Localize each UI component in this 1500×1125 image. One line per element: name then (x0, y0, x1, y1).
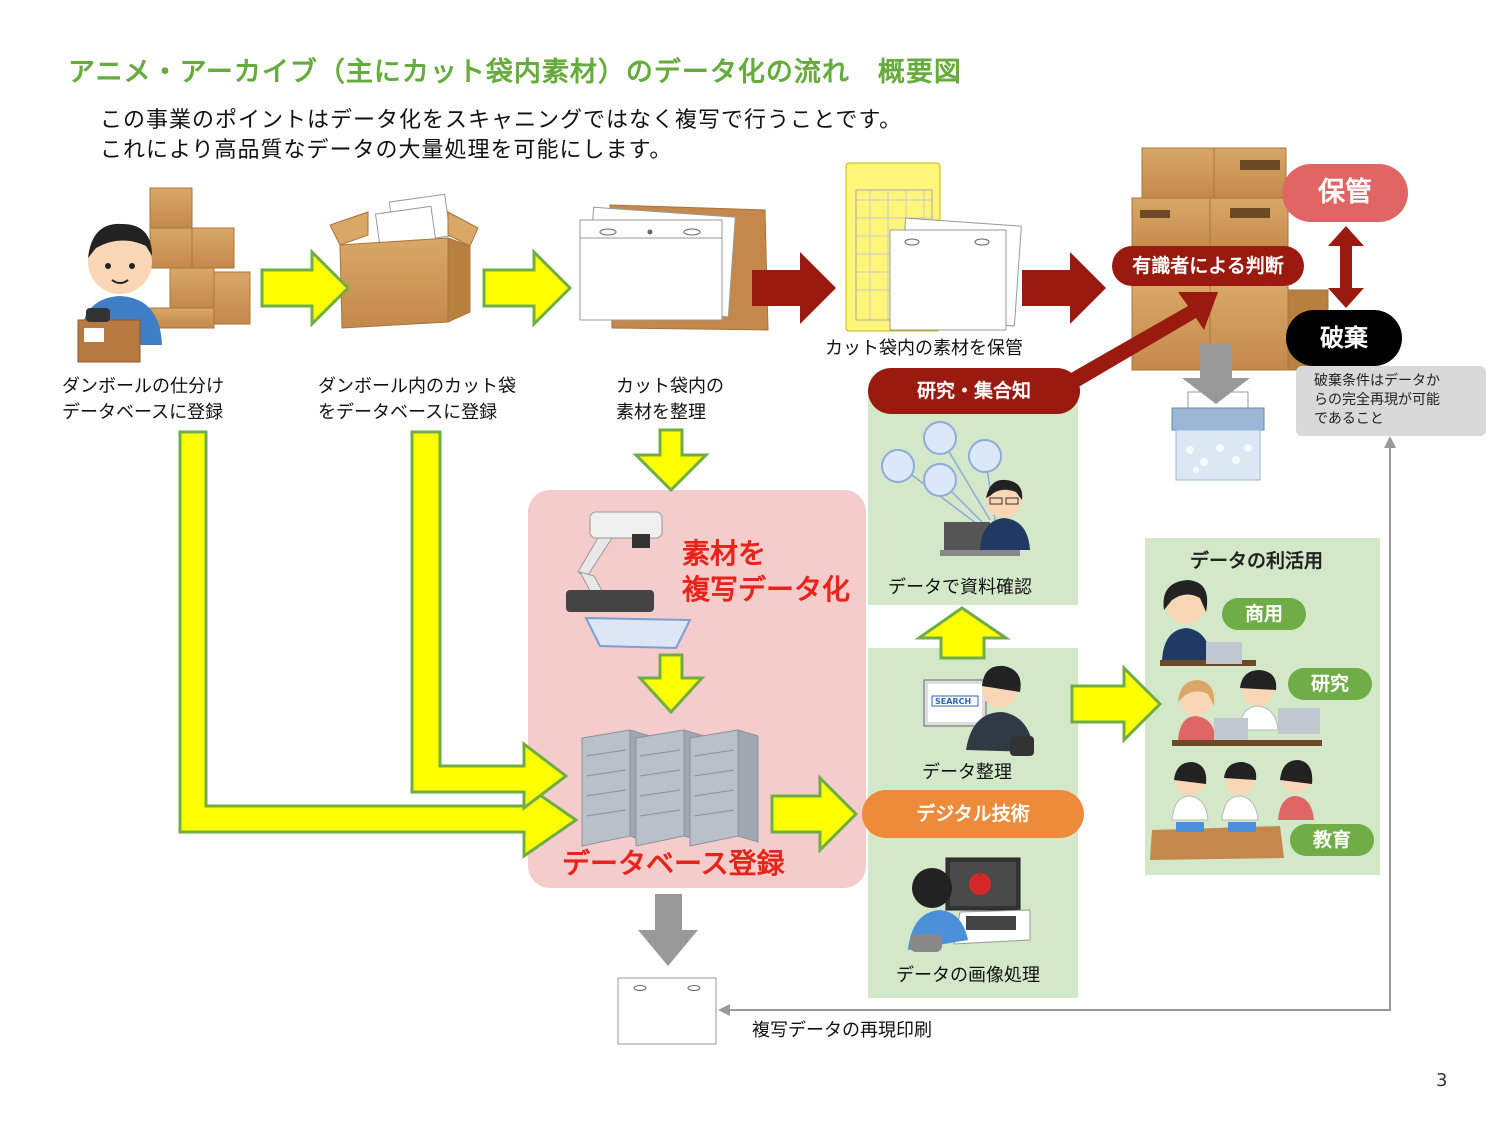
server-rack-icon (581, 729, 759, 847)
business-person-icon (1160, 580, 1256, 666)
shredder-icon (1171, 391, 1265, 481)
arrow-camera-server (636, 653, 706, 715)
research-panel (868, 395, 1078, 605)
usage-education: 教育 (1290, 824, 1374, 856)
image-processing-label: データの画像処理 (896, 965, 1040, 986)
printed-sheet-icon (617, 977, 717, 1045)
warehouse-boxes-icon (1131, 147, 1329, 371)
page-title: アニメ・アーカイブ（主にカット袋内素材）のデータ化の流れ 概要図 (68, 57, 962, 88)
step2-label-1: ダンボール内のカット袋 (318, 376, 516, 397)
step3-label-2: 素材を整理 (616, 402, 706, 423)
copy-label-2: 複写データ化 (682, 573, 851, 606)
digital-tech-label: デジタル技術 (862, 790, 1084, 838)
step1-label-1: ダンボールの仕分け (62, 376, 224, 397)
data-organize-label: データ整理 (922, 762, 1012, 783)
document-camera-icon (566, 511, 692, 650)
research-header: 研究・集合知 (868, 368, 1080, 414)
arrow-step2-step3 (482, 248, 573, 328)
expert-judgment-label: 有識者による判断 (1112, 246, 1304, 286)
cut-bag-icon (579, 204, 769, 331)
usage-research: 研究 (1288, 668, 1372, 700)
cardboard-box-icon (329, 193, 479, 329)
painting-pc-icon (908, 857, 1031, 952)
subtitle-line-1: この事業のポイントはデータ化をスキャニングではなく複写で行うことです。 (100, 108, 903, 133)
svg-text:SEARCH: SEARCH (935, 697, 971, 706)
research-caption: データで資料確認 (888, 577, 1032, 598)
arrow-research-judgment (1062, 292, 1218, 392)
arrow-step3-down (632, 428, 710, 493)
arrow-storage-judgment (1022, 252, 1106, 324)
arrow-digital-research (914, 606, 1011, 660)
discard-condition-box: 破棄条件はデータか らの完全再現が可能 であること (1296, 366, 1486, 436)
discard-condition-2: らの完全再現が可能 (1314, 392, 1440, 408)
arrow-keep-discard (1328, 226, 1364, 308)
usage-title: データの利活用 (1190, 550, 1324, 572)
arrow-server-digital (770, 774, 859, 854)
reprint-label: 複写データの再現印刷 (752, 1020, 932, 1041)
storage-sheet-icon (845, 162, 1022, 332)
arrow-digital-usage (1070, 664, 1163, 744)
discard-label: 破棄 (1286, 310, 1402, 366)
gray-arrow-print (638, 894, 698, 966)
step1-label-2: データベースに登録 (62, 402, 224, 423)
feedback-line (722, 440, 1391, 1011)
gray-arrow-shredder (1182, 344, 1250, 404)
subtitle-line-2: これにより高品質なデータの大量処理を可能にします。 (100, 138, 673, 163)
arrow-step3-storage (752, 252, 836, 324)
step3-label-1: カット袋内の (616, 376, 724, 397)
worker-icon (77, 187, 251, 363)
copy-label-1: 素材を (682, 537, 767, 570)
usage-commercial: 商用 (1222, 598, 1306, 630)
arrow-step1-step2 (260, 248, 351, 328)
keep-label: 保管 (1282, 164, 1408, 222)
discard-condition-3: であること (1314, 411, 1384, 427)
step2-label-2: をデータベースに登録 (318, 402, 498, 423)
database-registration-label: データベース登録 (562, 847, 785, 880)
storage-caption: カット袋内の素材を保管 (825, 338, 1023, 359)
search-pc-icon: SEARCH (923, 665, 1034, 756)
arrow-step2-database (410, 430, 569, 812)
arrow-step1-database (178, 430, 579, 859)
researcher-icon (881, 421, 1030, 556)
page-number: 3 (1436, 1070, 1448, 1091)
student-icon (1150, 670, 1322, 860)
discard-condition-1: 破棄条件はデータか (1314, 373, 1440, 389)
